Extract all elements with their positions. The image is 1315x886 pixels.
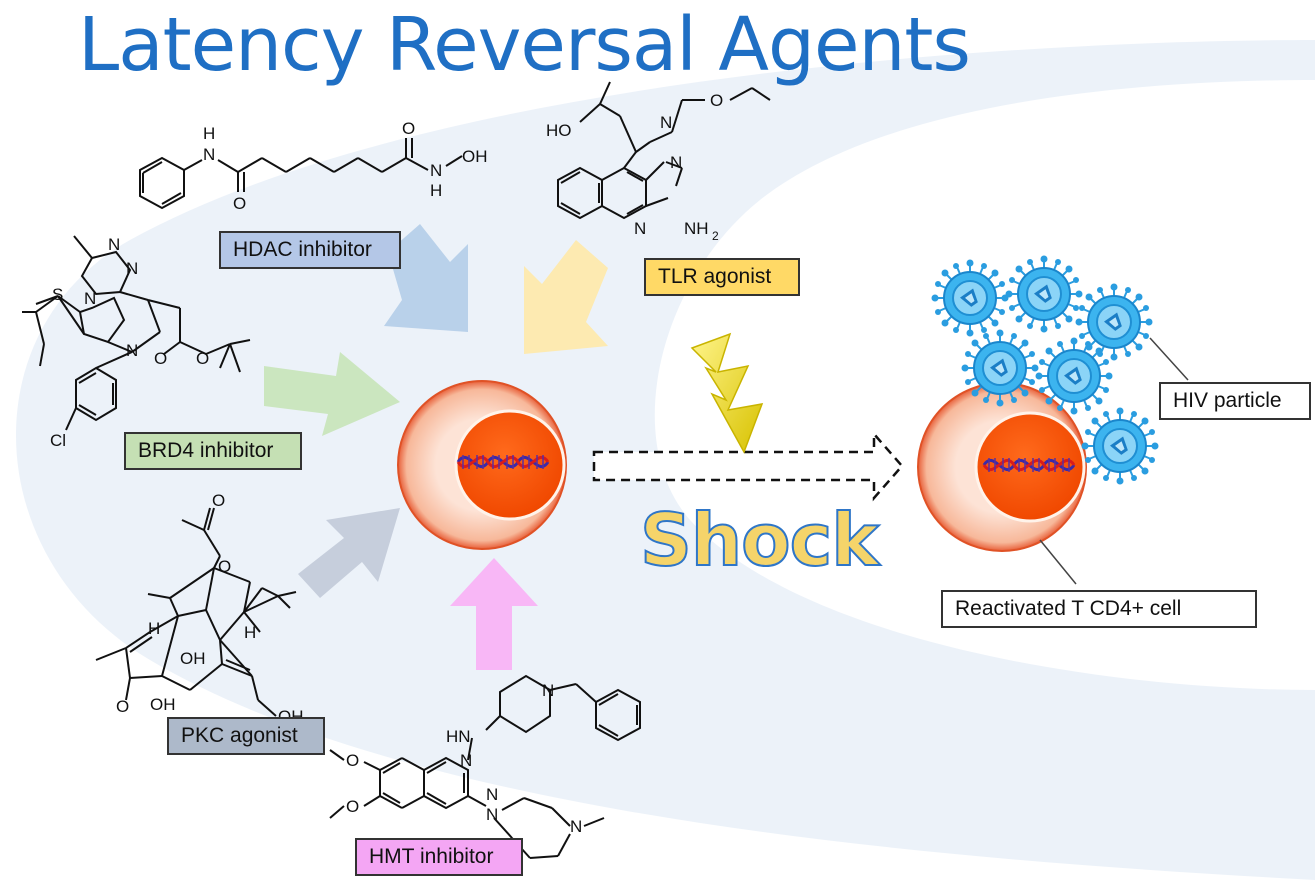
hdac-atom-h: H [203, 124, 215, 143]
hmt-inhibitor-label: HMT inhibitor [355, 838, 523, 876]
hdac-atom-n2: N [430, 161, 442, 180]
tlr-atom-n1: N [660, 113, 672, 132]
tlr-atom-n2: N [670, 153, 682, 172]
hdac-atom-o1: O [233, 194, 246, 213]
brd4-atom-cl: Cl [50, 431, 66, 450]
pkc-atom-o1: O [212, 491, 225, 510]
brd4-inhibitor-label: BRD4 inhibitor [124, 432, 302, 470]
arrow-hdac [384, 224, 468, 332]
dashed-arrow [592, 430, 904, 502]
hmt-atom-o2: O [346, 797, 359, 816]
brd4-atom-o1: O [154, 349, 167, 368]
brd4-atom-n2: N [126, 259, 138, 278]
pkc-atom-o2: O [218, 557, 231, 576]
svg-text:2: 2 [712, 229, 719, 243]
brd4-molecule [22, 235, 251, 431]
hmt-atom-n1: N [542, 681, 554, 700]
brd4-atom-n4: N [126, 341, 138, 360]
hdac-inhibitor-label: HDAC inhibitor [219, 231, 401, 269]
hdac-atom-oh: OH [462, 147, 488, 166]
hmt-molecule [329, 674, 641, 859]
tlr-atom-n3: N [634, 219, 646, 238]
hdac-atom-h2: H [430, 181, 442, 200]
hdac-molecule [139, 138, 463, 210]
page-title: Latency Reversal Agents [78, 2, 971, 88]
lightning-bolt-icon [690, 332, 764, 454]
pkc-molecule [95, 507, 297, 717]
hmt-atom-hn: HN [446, 727, 471, 746]
brd4-atom-s: S [52, 285, 63, 304]
tlr-agonist-label: TLR agonist [644, 258, 800, 296]
hmt-atom-n2: N [460, 751, 472, 770]
hiv-particle-label: HIV particle [1159, 382, 1311, 420]
pkc-atom-o3: O [116, 697, 129, 716]
pkc-agonist-label: PKC agonist [167, 717, 325, 755]
brd4-atom-o2: O [196, 349, 209, 368]
cell-pointer-line [1039, 539, 1077, 585]
brd4-atom-n1: N [108, 235, 120, 254]
arrow-brd4 [264, 352, 400, 436]
arrow-hmt [450, 558, 538, 670]
hiv-virus-icon-4 [960, 328, 1040, 408]
hmt-atom-o1: O [346, 751, 359, 770]
hmt-atom-n4: N [486, 805, 498, 824]
arrow-tlr [524, 240, 608, 354]
hiv-virus-icon-2 [1004, 254, 1084, 334]
hiv-virus-icon-1 [930, 258, 1010, 338]
hmt-atom-n5: N [570, 817, 582, 836]
hdac-atom-n: N [203, 145, 215, 164]
hiv-virus-icon-3 [1074, 282, 1154, 362]
pkc-atom-oh2: OH [150, 695, 176, 714]
hiv-virus-icon-6 [1080, 406, 1160, 486]
tlr-molecule [557, 81, 771, 220]
tlr-atom-ho: HO [546, 121, 572, 140]
pkc-atom-h1: H [148, 619, 160, 638]
hiv-pointer-line [1149, 337, 1189, 381]
pkc-atom-h2: H [244, 623, 256, 642]
tlr-atom-nh2: NH [684, 219, 709, 238]
brd4-atom-n3: N [84, 289, 96, 308]
hdac-atom-o2: O [402, 119, 415, 138]
arrow-pkc [298, 508, 400, 598]
hmt-atom-n3: N [486, 785, 498, 804]
hiv-virus-icon-5 [1034, 336, 1114, 416]
pkc-atom-oh1: OH [180, 649, 206, 668]
shock-label: Shock [639, 497, 880, 583]
reactivated-cell-label: Reactivated T CD4+ cell [941, 590, 1257, 628]
tlr-atom-o: O [710, 91, 723, 110]
